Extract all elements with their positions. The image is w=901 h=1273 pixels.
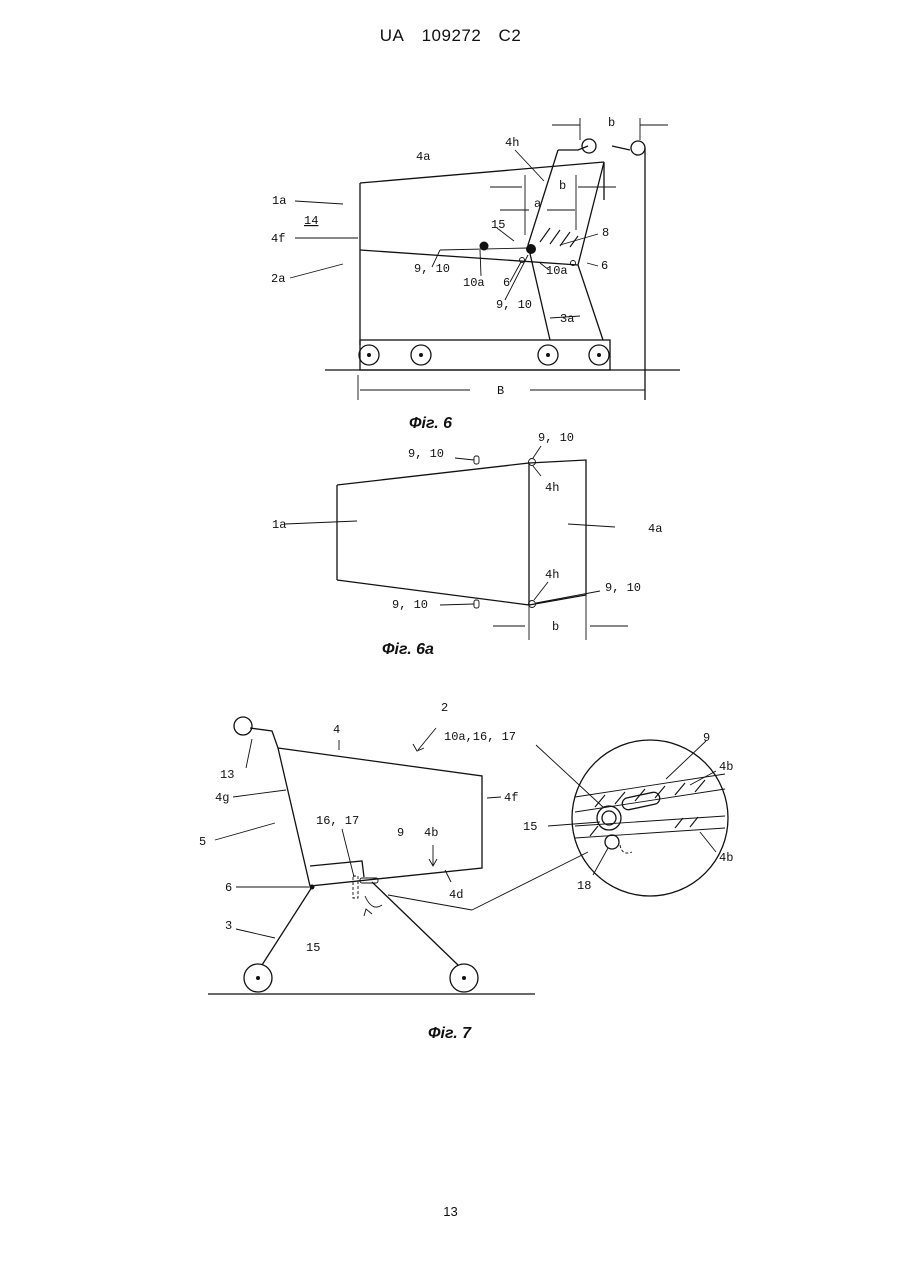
label-4b-detail: 4b <box>719 851 733 865</box>
label-10a-right: 10a <box>546 264 568 278</box>
page-number: 13 <box>0 1204 901 1219</box>
label-2: 2 <box>441 701 448 715</box>
label-9-10-br: 9, 10 <box>605 581 641 595</box>
label-2a: 2a <box>271 272 285 286</box>
label-1a: 1a <box>272 518 286 532</box>
label-9-mid: 9 <box>397 826 404 840</box>
label-4f: 4f <box>271 232 285 246</box>
label-9-10-tr: 9, 10 <box>538 431 574 445</box>
label-16-17: 16, 17 <box>316 814 359 828</box>
label-15: 15 <box>491 218 505 232</box>
label-4b-top: 4b <box>719 760 733 774</box>
label-8: 8 <box>602 226 609 240</box>
caption-fig6a: Фіг. 6a <box>382 641 434 658</box>
label-3a: 3a <box>560 312 574 326</box>
label-B: B <box>497 384 504 398</box>
label-4h-bot: 4h <box>545 568 559 582</box>
label-4h: 4h <box>505 136 519 150</box>
label-4h-top: 4h <box>545 481 559 495</box>
label-9-10-left: 9, 10 <box>414 262 450 276</box>
figure-7: 2 4 10a,16, 17 9 4b 13 4g 4f 5 16, 17 9 … <box>199 701 733 1042</box>
label-6-mid: 6 <box>503 276 510 290</box>
label-9-10-bottom: 9, 10 <box>496 298 532 312</box>
caption-fig6: Фіг. 6 <box>409 415 452 432</box>
figure-6a: 9, 10 9, 10 4h 1a 4a 4h 9, 10 9, 10 b Фі… <box>272 431 662 658</box>
label-15-detail: 15 <box>523 820 537 834</box>
label-4f: 4f <box>504 791 518 805</box>
label-4g: 4g <box>215 791 229 805</box>
label-9-detail: 9 <box>703 731 710 745</box>
label-4a: 4a <box>648 522 662 536</box>
label-b: b <box>552 620 559 634</box>
label-4: 4 <box>333 723 340 737</box>
label-6-right: 6 <box>601 259 608 273</box>
label-4a: 4a <box>416 150 430 164</box>
label-a: a <box>534 197 541 211</box>
label-5: 5 <box>199 835 206 849</box>
label-10a-16-17: 10a,16, 17 <box>444 730 516 744</box>
label-10a-left: 10a <box>463 276 485 290</box>
label-13: 13 <box>220 768 234 782</box>
label-1a: 1a <box>272 194 286 208</box>
label-b-mid: b <box>559 179 566 193</box>
label-6: 6 <box>225 881 232 895</box>
figure-6: 1a 14 4f 2a 4a 4h b b a 15 8 9, 10 10a 6… <box>271 116 680 432</box>
label-4b-mid: 4b <box>424 826 438 840</box>
label-9-10-tl: 9, 10 <box>408 447 444 461</box>
label-4d: 4d <box>449 888 463 902</box>
label-3: 3 <box>225 919 232 933</box>
caption-fig7: Фіг. 7 <box>428 1025 472 1042</box>
label-b-top: b <box>608 116 615 130</box>
label-18: 18 <box>577 879 591 893</box>
label-9-10-bl: 9, 10 <box>392 598 428 612</box>
label-15-low: 15 <box>306 941 320 955</box>
label-14: 14 <box>304 214 318 228</box>
